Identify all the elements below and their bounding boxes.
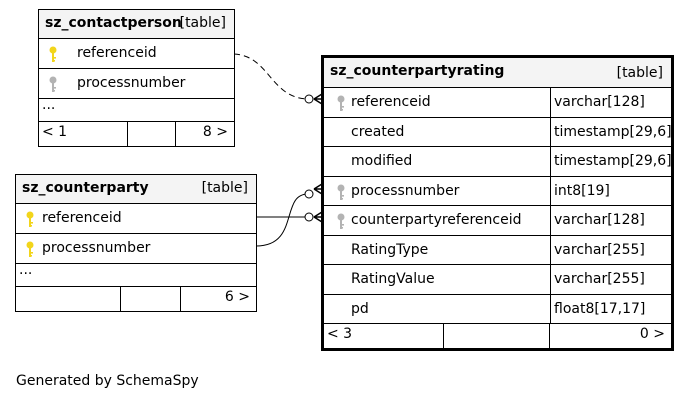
table-name: sz_counterparty: [22, 180, 149, 196]
column-name: processnumber: [351, 182, 460, 199]
column-row: processnumber: [16, 234, 256, 264]
column-row: counterpartyreferenceid varchar[128]: [324, 206, 671, 236]
table-header: sz_contactperson [table]: [39, 10, 234, 39]
connector-contactperson-rating: [233, 53, 309, 100]
column-list: referenceid processnumber: [39, 39, 234, 99]
table-footer: < 1 8 >: [39, 122, 234, 146]
column-row: RatingValue varchar[255]: [324, 265, 671, 295]
column-name: referenceid: [351, 94, 431, 110]
column-list: referenceid varchar[128] created timestamp[…: [324, 88, 672, 324]
primary-key-icon: [25, 241, 35, 259]
table-contactperson: sz_contactperson [table] referenceid proc…: [38, 9, 235, 147]
table-header: sz_counterparty [table]: [16, 175, 256, 204]
column-name: referenceid: [42, 210, 122, 226]
connector-end-circle: [304, 212, 314, 222]
connector-counterparty-process: [255, 193, 309, 247]
key-icon: [336, 213, 346, 231]
more-columns: ...: [16, 262, 256, 287]
connector-end-circle: [304, 189, 314, 199]
column-type: float8[17,17]: [554, 300, 646, 317]
table-kind: [table]: [179, 15, 226, 31]
column-row: referenceid varchar[128]: [324, 88, 671, 118]
parents-count: < 3: [327, 326, 353, 342]
children-count: 0 >: [639, 326, 665, 342]
table-footer: < 3 0 >: [324, 324, 671, 348]
column-name: pd: [351, 300, 369, 317]
column-type: timestamp[29,6]: [554, 153, 672, 169]
children-count: 6 >: [224, 289, 250, 305]
children-count: 8 >: [202, 124, 228, 140]
table-name: sz_contactperson: [45, 15, 182, 31]
column-row: processnumber: [39, 69, 234, 99]
key-icon: [336, 95, 346, 113]
column-type: varchar[128]: [554, 94, 645, 110]
column-name: referenceid: [77, 45, 157, 61]
column-type: varchar[255]: [554, 241, 645, 258]
column-row: RatingType varchar[255]: [324, 235, 671, 265]
primary-key-icon: [48, 46, 58, 64]
column-type: timestamp[29,6]: [554, 123, 672, 140]
connector-crowfoot: [313, 211, 323, 223]
generated-by-label: Generated by SchemaSpy: [16, 373, 199, 389]
table-header: sz_counterpartyrating [table]: [324, 58, 671, 88]
column-row: referenceid: [16, 204, 256, 234]
column-name: RatingType: [351, 241, 429, 258]
column-row: pd float8[17,17]: [324, 294, 671, 324]
column-name: RatingValue: [351, 271, 435, 287]
column-name: processnumber: [77, 75, 186, 91]
column-list: referenceid processnumber: [16, 204, 256, 264]
column-name: created: [351, 123, 405, 140]
primary-key-icon: [25, 211, 35, 229]
column-row: referenceid: [39, 39, 234, 69]
column-name: counterpartyreferenceid: [351, 212, 522, 228]
column-row: modified timestamp[29,6]: [324, 147, 672, 177]
more-columns: ...: [39, 97, 234, 122]
column-name: modified: [351, 153, 413, 169]
column-type: int8[19]: [554, 182, 610, 199]
table-name: sz_counterpartyrating: [330, 63, 505, 79]
table-counterparty: sz_counterparty [table] referenceid proce…: [15, 174, 257, 312]
column-type: varchar[255]: [554, 271, 645, 287]
key-icon: [48, 76, 58, 94]
table-footer: 6 >: [16, 287, 256, 311]
column-row: processnumber int8[19]: [324, 176, 671, 206]
table-kind: [table]: [616, 65, 663, 81]
column-name: processnumber: [42, 240, 151, 256]
table-kind: [table]: [201, 180, 248, 196]
parents-count: < 1: [42, 124, 68, 140]
key-icon: [336, 184, 346, 202]
column-type: varchar[128]: [554, 212, 645, 228]
connector-crowfoot: [313, 183, 323, 195]
connector-crowfoot: [313, 93, 323, 105]
table-counterpartyrating: sz_counterpartyrating [table] referencei…: [321, 55, 674, 351]
column-row: created timestamp[29,6]: [324, 117, 672, 147]
connector-end-circle: [304, 94, 314, 104]
